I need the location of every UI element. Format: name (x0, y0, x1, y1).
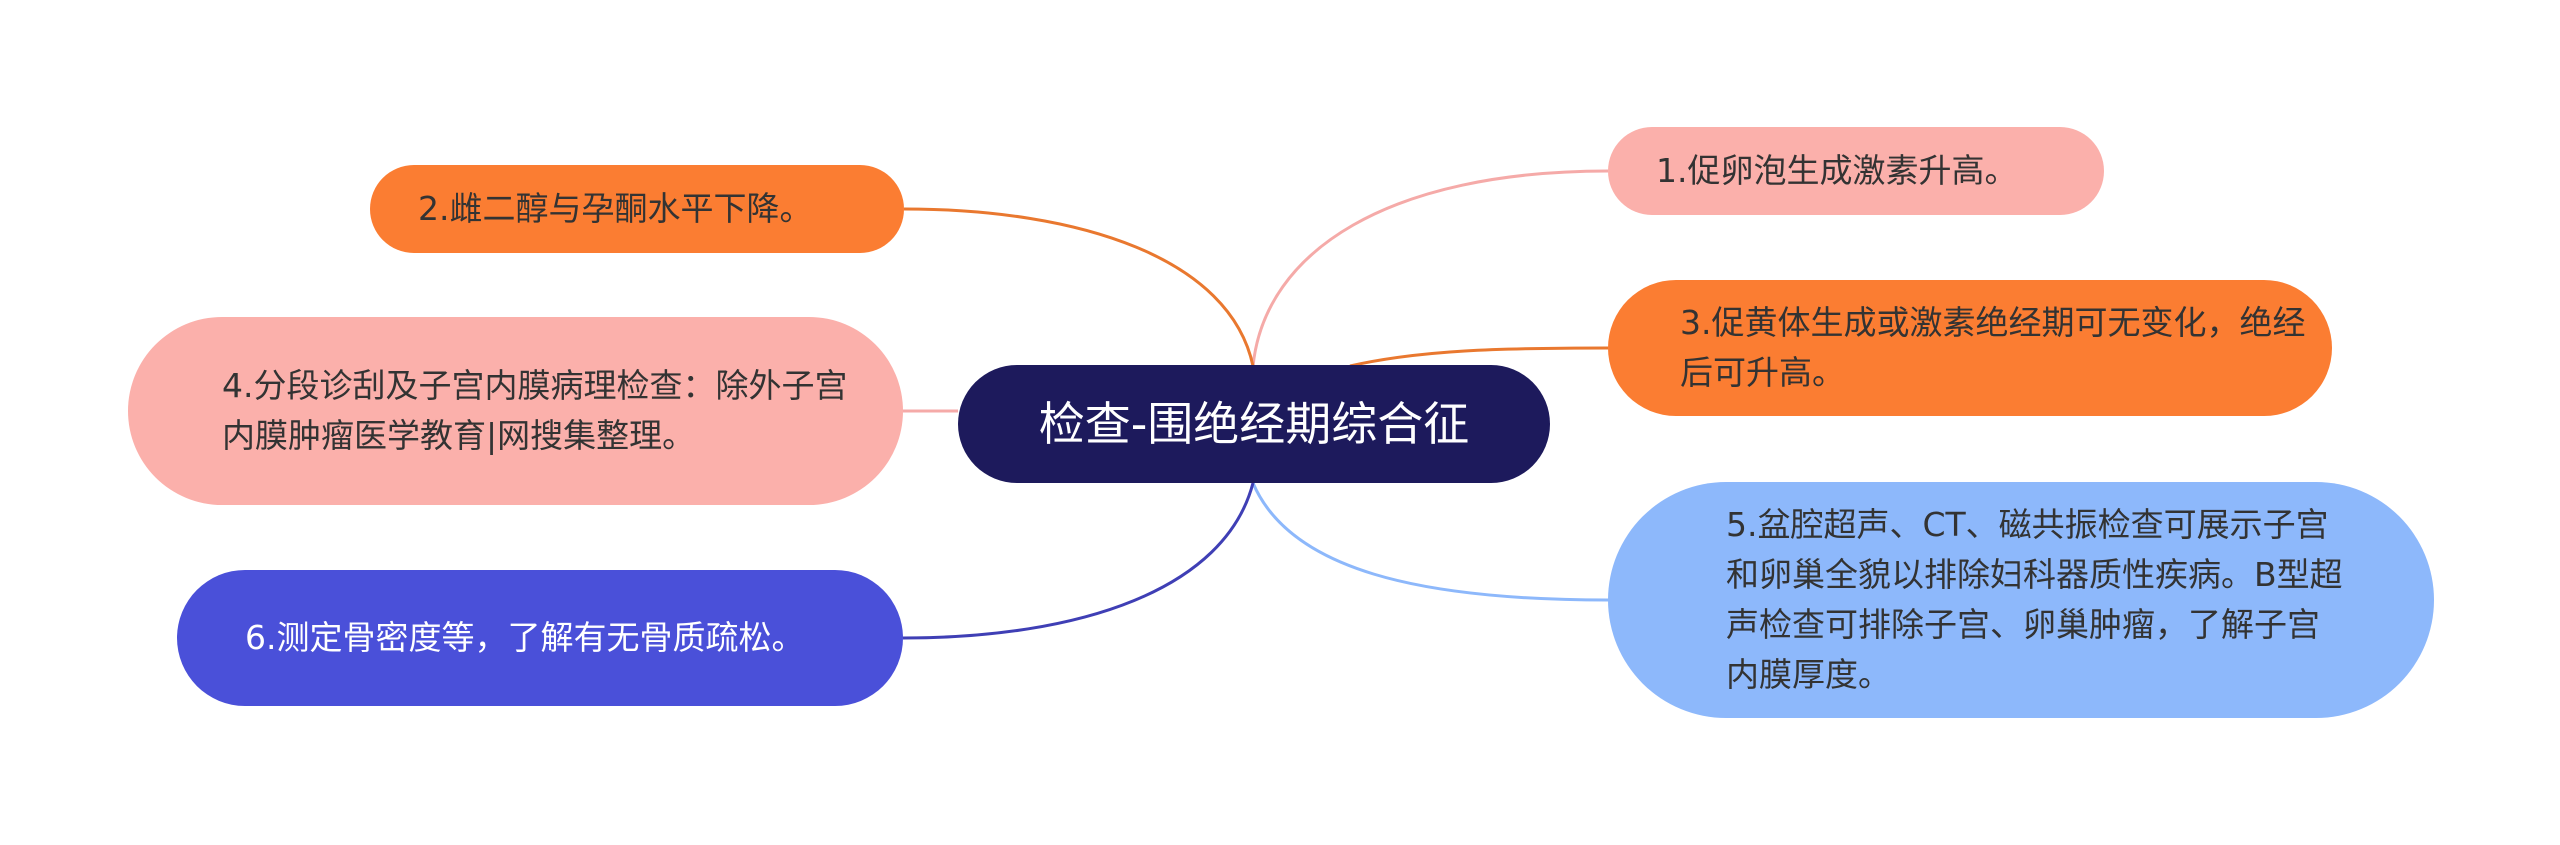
topic-node-3[interactable]: 3.促黄体生成或激素绝经期可无变化，绝经后可升高。 (1608, 280, 2332, 416)
topic-node-6[interactable]: 6.测定骨密度等，了解有无骨质疏松。 (177, 570, 903, 706)
topic-node-4[interactable]: 4.分段诊刮及子宫内膜病理检查：除外子宫内膜肿瘤医学教育|网搜集整理。 (128, 317, 903, 505)
topic-node-6-label: 6.测定骨密度等，了解有无骨质疏松。 (245, 618, 805, 657)
connector-n3 (1349, 346, 1609, 368)
connector-n1 (1251, 169, 1609, 367)
topic-node-4-label: 4.分段诊刮及子宫内膜病理检查：除外子宫内膜肿瘤医学教育|网搜集整理。 (222, 366, 848, 455)
topic-node-5[interactable]: 5.盆腔超声、CT、磁共振检查可展示子宫和卵巢全貌以排除妇科器质性疾病。B型超声… (1608, 482, 2434, 718)
central-topic[interactable]: 检查-围绝经期综合征 (958, 365, 1550, 483)
topic-node-3-label: 3.促黄体生成或激素绝经期可无变化，绝经后可升高。 (1680, 303, 2306, 392)
connector-n6 (902, 482, 1255, 640)
connector-n5 (1251, 482, 1609, 602)
topic-node-2[interactable]: 2.雌二醇与孕酮水平下降。 (370, 165, 904, 253)
connector-n2 (903, 207, 1255, 367)
topic-node-2-label: 2.雌二醇与孕酮水平下降。 (418, 189, 813, 228)
central-topic-label: 检查-围绝经期综合征 (1038, 397, 1470, 451)
topic-node-1-label: 1.促卵泡生成激素升高。 (1656, 151, 2018, 190)
topic-node-1[interactable]: 1.促卵泡生成激素升高。 (1608, 127, 2104, 215)
topic-node-5-label: 5.盆腔超声、CT、磁共振检查可展示子宫和卵巢全貌以排除妇科器质性疾病。B型超声… (1726, 505, 2343, 694)
